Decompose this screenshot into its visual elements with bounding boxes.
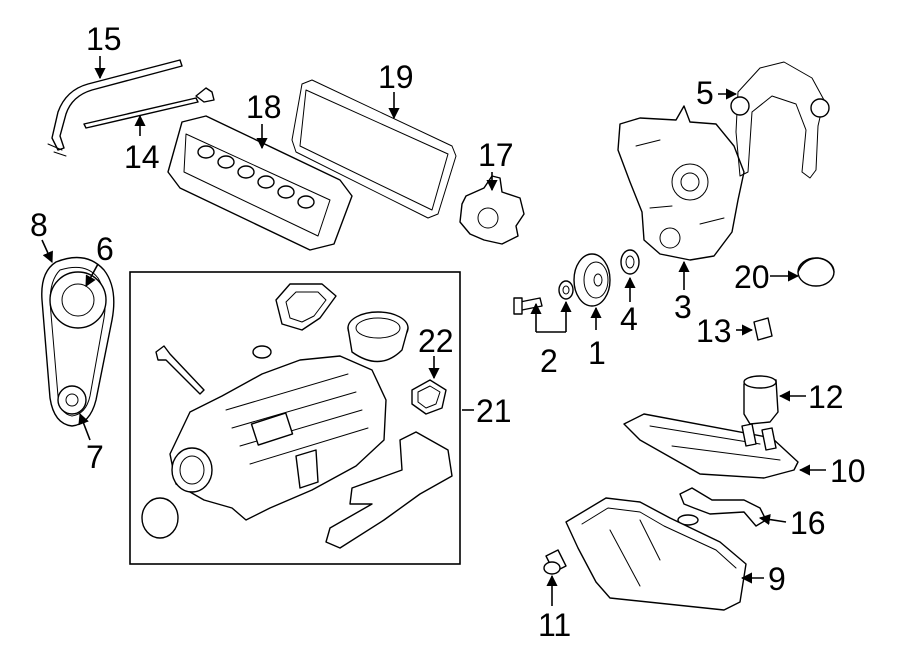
part-1-damper-pulley: [573, 253, 611, 307]
part-19-valve-cover-gasket: [291, 79, 457, 219]
part-21-plenum-cover: [325, 431, 453, 549]
part-21-throttle-adapter: [347, 311, 409, 363]
callout-18: 18: [246, 89, 282, 125]
part-17-water-pump: [459, 175, 525, 245]
callout-4: 4: [620, 301, 638, 337]
part-4-crankshaft-seal: [620, 249, 640, 275]
part-9-oil-pan: [565, 497, 747, 611]
part-15-dipstick-tube: [47, 59, 183, 157]
part-21-intake-manifold: [169, 355, 387, 521]
part-10-windage-tray: [623, 413, 799, 479]
callout-labels: 15 14 18 19 17 5 8 6 7 20 3 4 1 2 13 12 …: [30, 21, 866, 643]
callout-6: 6: [96, 231, 114, 267]
part-13-fitting: [753, 317, 773, 341]
part-16-oil-pickup-tube: [677, 487, 767, 527]
callout-9: 9: [768, 561, 786, 597]
part-2-bolt-washer: [513, 280, 574, 315]
part-20-oil-filler-cap: [797, 257, 835, 287]
part-11-drain-plug: [543, 549, 567, 575]
part-14-dipstick: [83, 87, 215, 129]
part-21-sensor: [155, 345, 205, 395]
callout-13: 13: [696, 313, 732, 349]
part-12-oil-filter: [743, 375, 779, 425]
callout-5: 5: [696, 75, 714, 111]
callout-20: 20: [734, 259, 770, 295]
callout-21: 21: [476, 393, 512, 429]
callout-1: 1: [588, 335, 606, 371]
part-5-timing-cover-gasket: [730, 61, 830, 179]
callout-19: 19: [378, 59, 414, 95]
part-22-gasket: [411, 379, 447, 415]
part-21-kit-box: [129, 271, 461, 565]
part-7-crankshaft-sprocket: [57, 385, 87, 415]
callout-2: 2: [540, 343, 558, 379]
callout-12: 12: [808, 379, 844, 415]
callout-17: 17: [478, 137, 514, 173]
part-21-flange-gasket: [275, 283, 337, 331]
callout-16: 16: [790, 505, 826, 541]
callout-14: 14: [124, 139, 160, 175]
part-18-valve-cover: [167, 115, 353, 251]
part-3-timing-cover: [617, 105, 745, 261]
part-21-large-oring: [141, 497, 179, 539]
callout-7: 7: [86, 439, 104, 475]
leader-lines: [41, 56, 826, 606]
part-6-camshaft-sprocket: [49, 271, 107, 329]
callout-10: 10: [830, 453, 866, 489]
callout-3: 3: [674, 289, 692, 325]
callout-11: 11: [538, 607, 571, 643]
part-21-small-oring: [252, 345, 272, 359]
callout-8: 8: [30, 207, 48, 243]
callout-22: 22: [418, 323, 454, 359]
callout-15: 15: [86, 21, 122, 57]
